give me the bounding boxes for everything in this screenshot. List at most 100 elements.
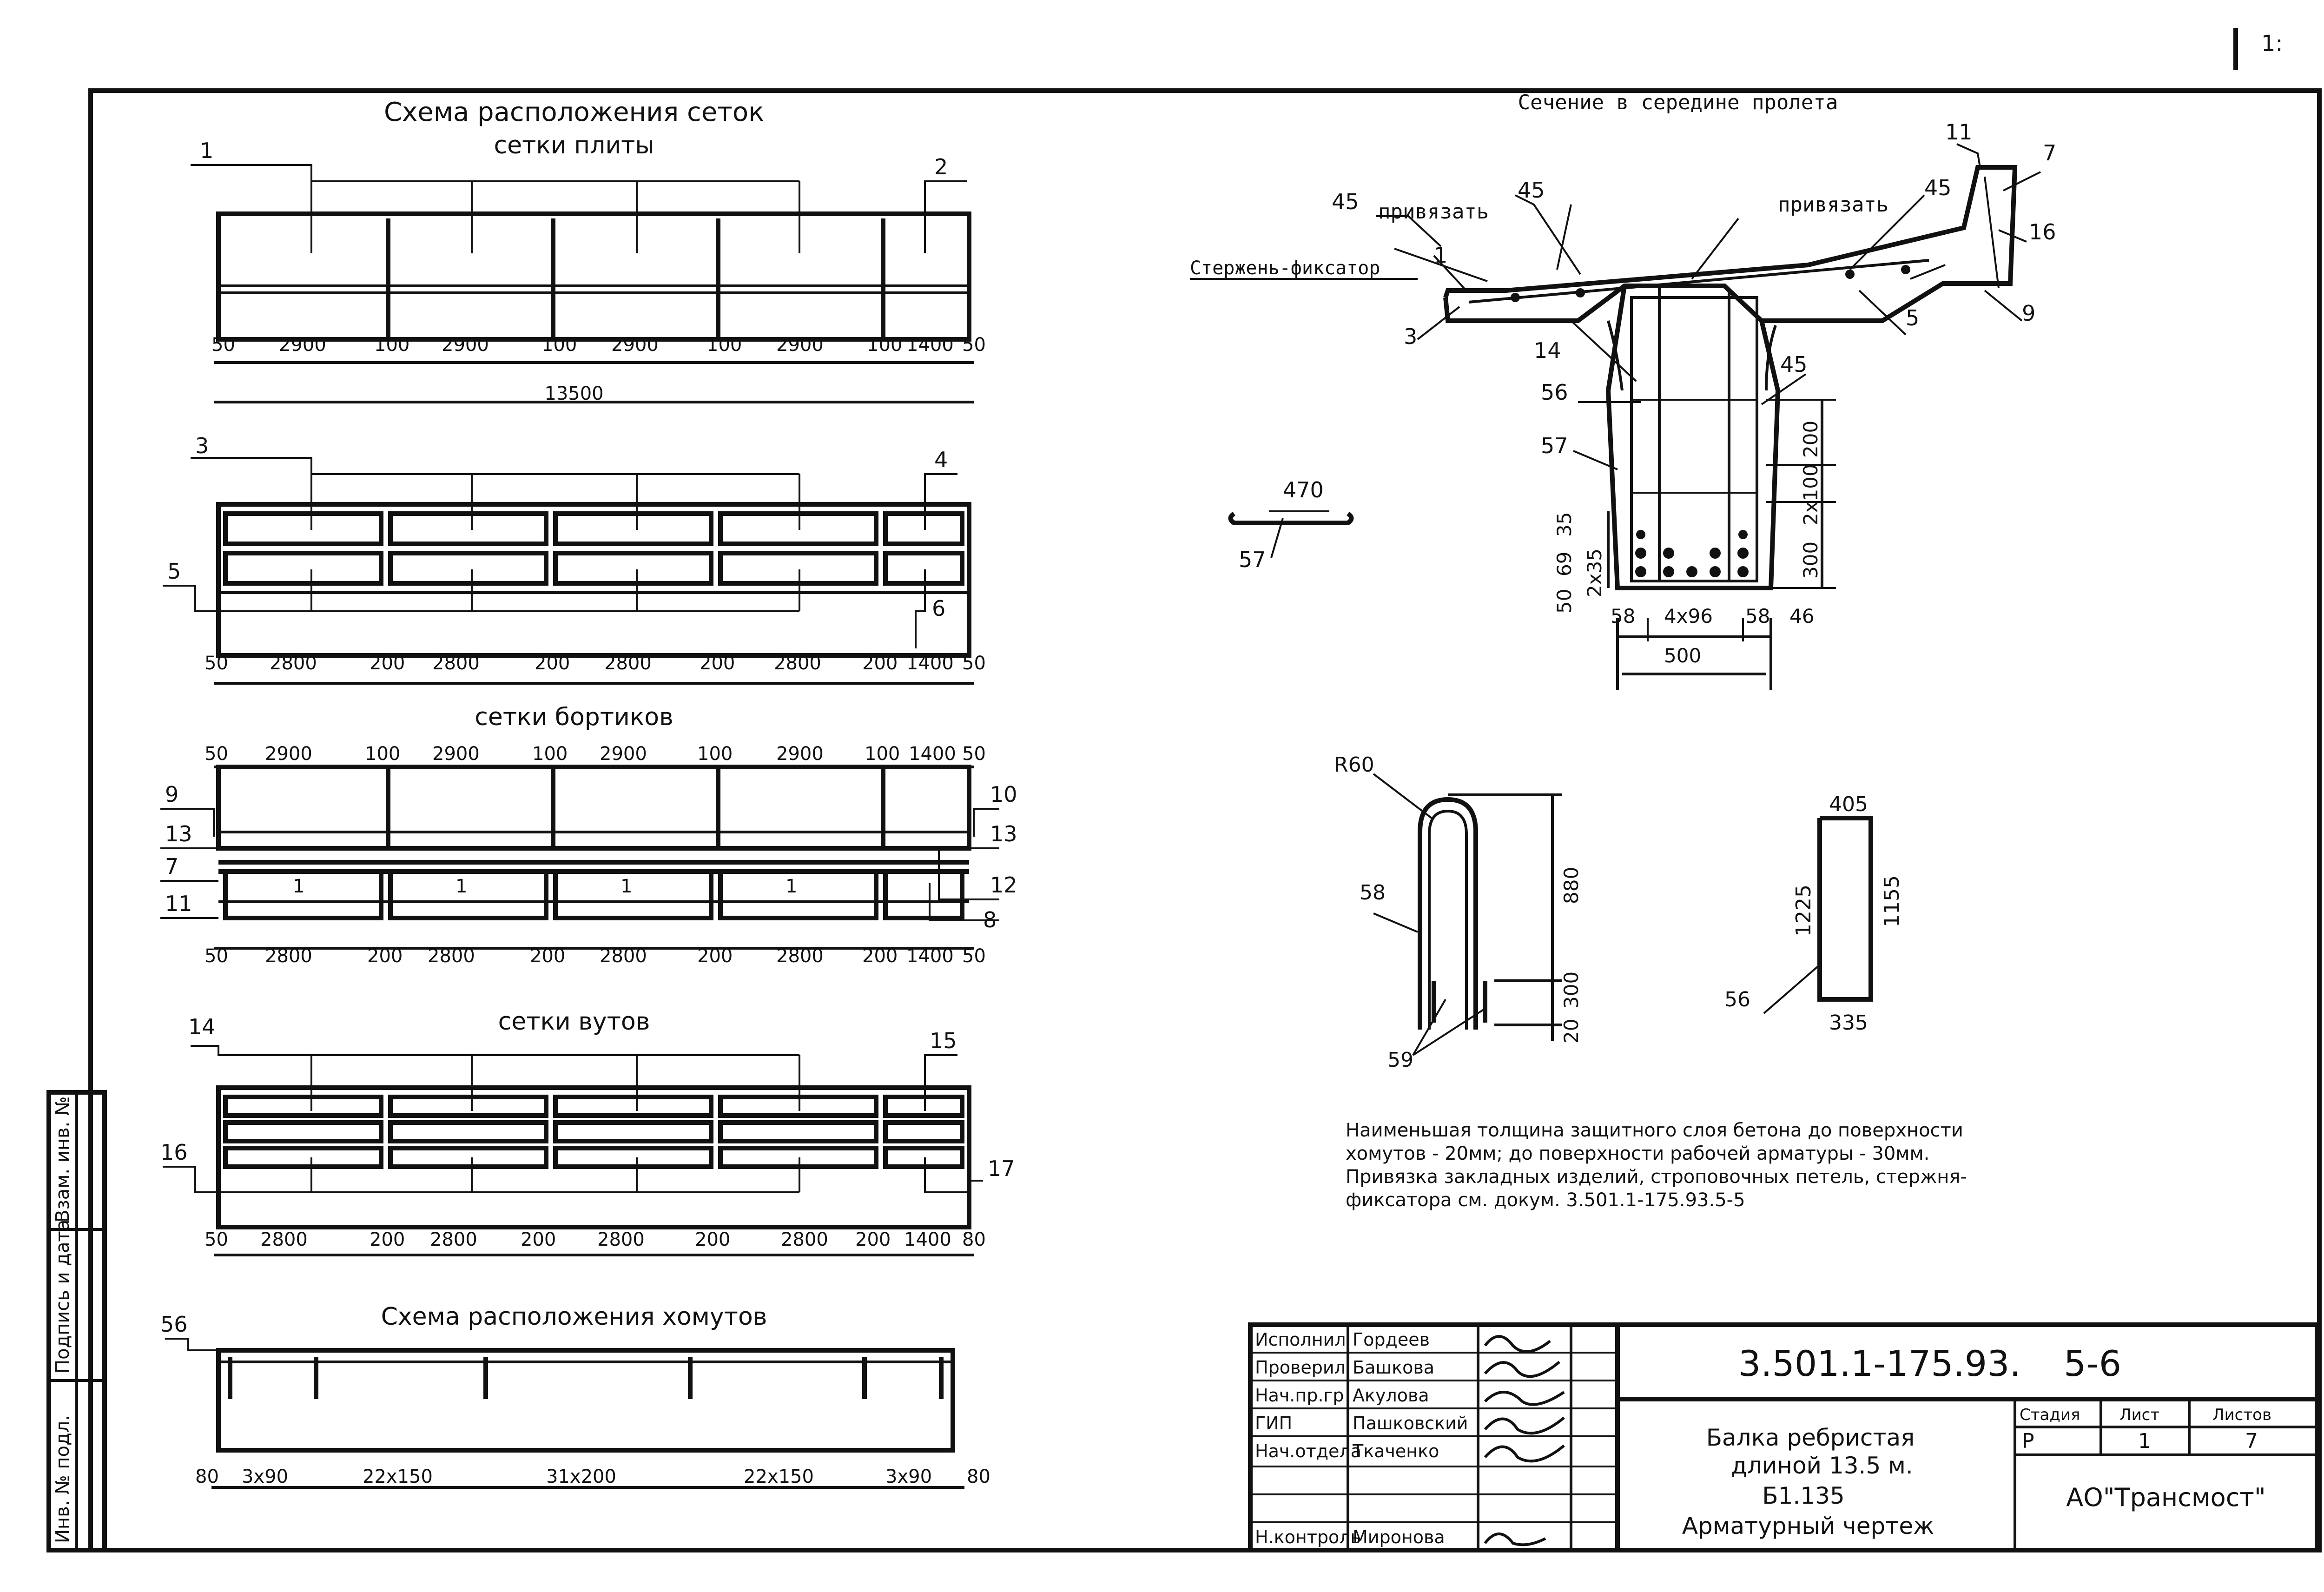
svg-text:31x200: 31x200 bbox=[546, 1466, 616, 1487]
bar-58-callout: 58 bbox=[1360, 881, 1386, 905]
slab-bottom-callout-3: 3 bbox=[195, 433, 209, 458]
section-callouts: 11 7 45 45 45 16 1 9 5 3 14 45 56 57 bbox=[1332, 119, 2056, 458]
svg-text:2800: 2800 bbox=[430, 1229, 477, 1250]
svg-text:11: 11 bbox=[1945, 119, 1973, 145]
sides-callout-11: 11 bbox=[165, 891, 192, 916]
haunches-callout-14: 14 bbox=[188, 1014, 216, 1039]
svg-text:80: 80 bbox=[195, 1466, 219, 1487]
svg-text:2800: 2800 bbox=[428, 945, 475, 967]
sides-dims-top: 50 2900 100 2900 100 2900 100 2900 100 1… bbox=[205, 743, 986, 765]
signatures bbox=[1484, 1335, 1565, 1546]
svg-text:2900: 2900 bbox=[442, 334, 489, 356]
haunches-dims: 50 2800 200 2800 200 2800 200 2800 200 1… bbox=[205, 1229, 986, 1250]
svg-text:Ткаченко: Ткаченко bbox=[1352, 1441, 1439, 1461]
svg-text:300: 300 bbox=[1799, 542, 1822, 579]
svg-text:45: 45 bbox=[1924, 175, 1952, 200]
sides-callout-7: 7 bbox=[165, 854, 178, 879]
svg-text:50: 50 bbox=[205, 945, 228, 967]
bar-56-callout: 56 bbox=[1724, 988, 1750, 1011]
svg-text:Гордеев: Гордеев bbox=[1353, 1329, 1430, 1350]
svg-text:200: 200 bbox=[530, 945, 565, 967]
svg-text:2x100: 2x100 bbox=[1799, 464, 1822, 525]
svg-text:1: 1 bbox=[1434, 243, 1447, 268]
svg-text:9: 9 bbox=[2022, 301, 2035, 326]
svg-text:56: 56 bbox=[1541, 380, 1568, 405]
svg-text:20: 20 bbox=[1560, 1019, 1583, 1044]
svg-text:100: 100 bbox=[532, 743, 568, 765]
svg-text:Миронова: Миронова bbox=[1353, 1527, 1445, 1547]
section-dims-right: 200 2x100 300 bbox=[1799, 421, 1822, 579]
bar-58-radius: R60 bbox=[1334, 753, 1374, 777]
haunches-callout-16: 16 bbox=[160, 1140, 188, 1165]
svg-text:200: 200 bbox=[862, 945, 898, 967]
bar-58-detail bbox=[1373, 773, 1562, 1056]
sheet-label: Лист bbox=[2119, 1406, 2159, 1424]
svg-text:2800: 2800 bbox=[432, 653, 480, 674]
svg-text:1400: 1400 bbox=[906, 653, 954, 674]
svg-text:16: 16 bbox=[2029, 219, 2056, 244]
svg-text:Проверил: Проверил bbox=[1255, 1357, 1346, 1378]
sheets-value: 7 bbox=[2245, 1429, 2258, 1453]
svg-text:80: 80 bbox=[967, 1466, 990, 1487]
svg-text:2900: 2900 bbox=[600, 743, 647, 765]
svg-text:22x150: 22x150 bbox=[744, 1466, 814, 1487]
svg-text:50: 50 bbox=[205, 1229, 228, 1250]
svg-text:200: 200 bbox=[521, 1229, 556, 1250]
svg-text:2900: 2900 bbox=[265, 743, 312, 765]
svg-text:500: 500 bbox=[1664, 644, 1701, 667]
svg-text:200: 200 bbox=[700, 653, 735, 674]
svg-text:2x35: 2x35 bbox=[1583, 548, 1606, 597]
svg-text:2800: 2800 bbox=[270, 653, 317, 674]
svg-text:200: 200 bbox=[695, 1229, 730, 1250]
left-strip: Инв. № подл. Подпись и дата Взам. инв. № bbox=[46, 1090, 107, 1552]
title-block-names: Гордеев Башкова Акулова Пашковский Ткаче… bbox=[1352, 1329, 1468, 1547]
strip-signature-date: Подпись и дата bbox=[52, 1220, 73, 1374]
svg-text:5: 5 bbox=[1906, 305, 1919, 330]
svg-text:2900: 2900 bbox=[776, 334, 824, 356]
sides-mesh-title: сетки бортиков bbox=[475, 703, 673, 731]
svg-text:100: 100 bbox=[365, 743, 400, 765]
svg-text:2800: 2800 bbox=[265, 945, 312, 967]
svg-text:2800: 2800 bbox=[600, 945, 647, 967]
svg-text:100: 100 bbox=[706, 334, 742, 356]
svg-text:Нач.пр.гр: Нач.пр.гр bbox=[1255, 1385, 1344, 1406]
sides-callout-13-left: 13 bbox=[165, 821, 192, 846]
svg-text:50: 50 bbox=[205, 743, 228, 765]
svg-text:35: 35 bbox=[1553, 512, 1576, 537]
stirrups-callout-56: 56 bbox=[160, 1312, 188, 1337]
svg-text:2900: 2900 bbox=[611, 334, 659, 356]
haunches-callout-17: 17 bbox=[988, 1156, 1015, 1181]
svg-text:Наименьшая толщина защитного с: Наименьшая толщина защитного слоя бетона… bbox=[1346, 1120, 1963, 1141]
haunches-callout-15: 15 bbox=[930, 1028, 957, 1053]
page-number: 1: bbox=[2261, 31, 2283, 57]
sides-inner-marks: 1 1 1 1 bbox=[293, 876, 797, 897]
doc-issue: 5-6 bbox=[2064, 1343, 2121, 1384]
title-description: Балка ребристая длиной 13.5 м. Б1.135 Ар… bbox=[1682, 1424, 1934, 1539]
svg-text:2800: 2800 bbox=[774, 653, 821, 674]
svg-text:Балка ребристая: Балка ребристая bbox=[1706, 1424, 1915, 1451]
slab-top-callout-1: 1 bbox=[200, 138, 213, 163]
slab-bottom-callout-6: 6 bbox=[932, 596, 945, 621]
sheet-value: 1 bbox=[2138, 1429, 2151, 1453]
strip-inv-number: Инв. № подл. bbox=[52, 1415, 73, 1543]
svg-text:22x150: 22x150 bbox=[363, 1466, 433, 1487]
svg-text:2800: 2800 bbox=[776, 945, 824, 967]
svg-text:3x90: 3x90 bbox=[242, 1466, 288, 1487]
title-block-roles: Исполнил Проверил Нач.пр.гр ГИП Нач.отде… bbox=[1255, 1329, 1361, 1547]
svg-text:100: 100 bbox=[865, 743, 900, 765]
svg-text:хомутов - 20мм; до поверхности: хомутов - 20мм; до поверхности рабочей а… bbox=[1346, 1143, 1929, 1164]
bar-56-top: 405 bbox=[1829, 793, 1868, 816]
general-notes: Наименьшая толщина защитного слоя бетона… bbox=[1346, 1120, 1967, 1211]
svg-text:69: 69 bbox=[1553, 552, 1576, 576]
svg-text:2900: 2900 bbox=[432, 743, 480, 765]
plan-title: Схема расположения сеток bbox=[384, 97, 764, 127]
svg-text:50: 50 bbox=[1553, 589, 1576, 614]
svg-text:2900: 2900 bbox=[279, 334, 326, 356]
svg-text:45: 45 bbox=[1780, 352, 1808, 377]
section-dims-bottom: 58 4x96 58 46 500 bbox=[1611, 605, 1814, 667]
title-block bbox=[1248, 1322, 2319, 1552]
stage-value: Р bbox=[2022, 1429, 2034, 1453]
sides-dims-bottom: 50 2800 200 2800 200 2800 200 2800 200 1… bbox=[205, 945, 986, 967]
bar-56-detail bbox=[1763, 816, 1873, 1014]
svg-text:200: 200 bbox=[370, 653, 405, 674]
